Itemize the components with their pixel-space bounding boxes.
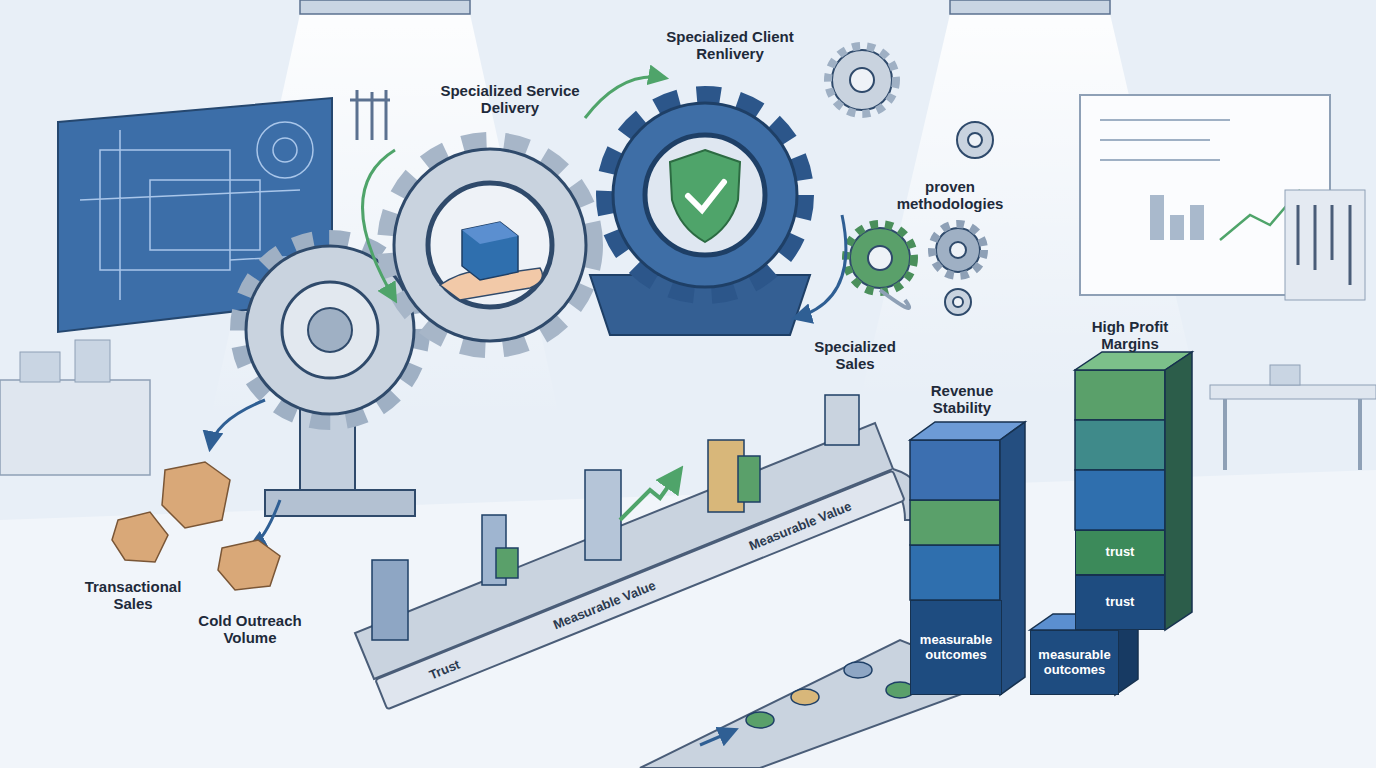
- stack-block: trust: [1075, 530, 1165, 575]
- belt-label: Trust: [427, 656, 462, 682]
- caption-label: Cold Outreach Volume: [185, 612, 315, 647]
- block-label: measurable outcomes: [1037, 648, 1112, 678]
- caption-label: Transactional Sales: [78, 578, 188, 613]
- caption-label: Specialized Sales: [805, 338, 905, 373]
- block-label: trust: [1106, 545, 1135, 560]
- caption-label: proven methodologies: [890, 178, 1010, 213]
- block-label: trust: [1106, 595, 1135, 610]
- caption-label: Specialized Client Renlivery: [640, 28, 820, 63]
- caption-label: Revenue Stability: [912, 382, 1012, 417]
- stack-block: measurable outcomes: [1030, 630, 1119, 695]
- block-label: measurable outcomes: [917, 633, 995, 663]
- stack-block: trust: [1075, 575, 1165, 630]
- caption-label: High Profit Margins: [1070, 318, 1190, 353]
- caption-label: Specialized Service Delivery: [425, 82, 595, 117]
- stack-block: measurable outcomes: [910, 600, 1002, 695]
